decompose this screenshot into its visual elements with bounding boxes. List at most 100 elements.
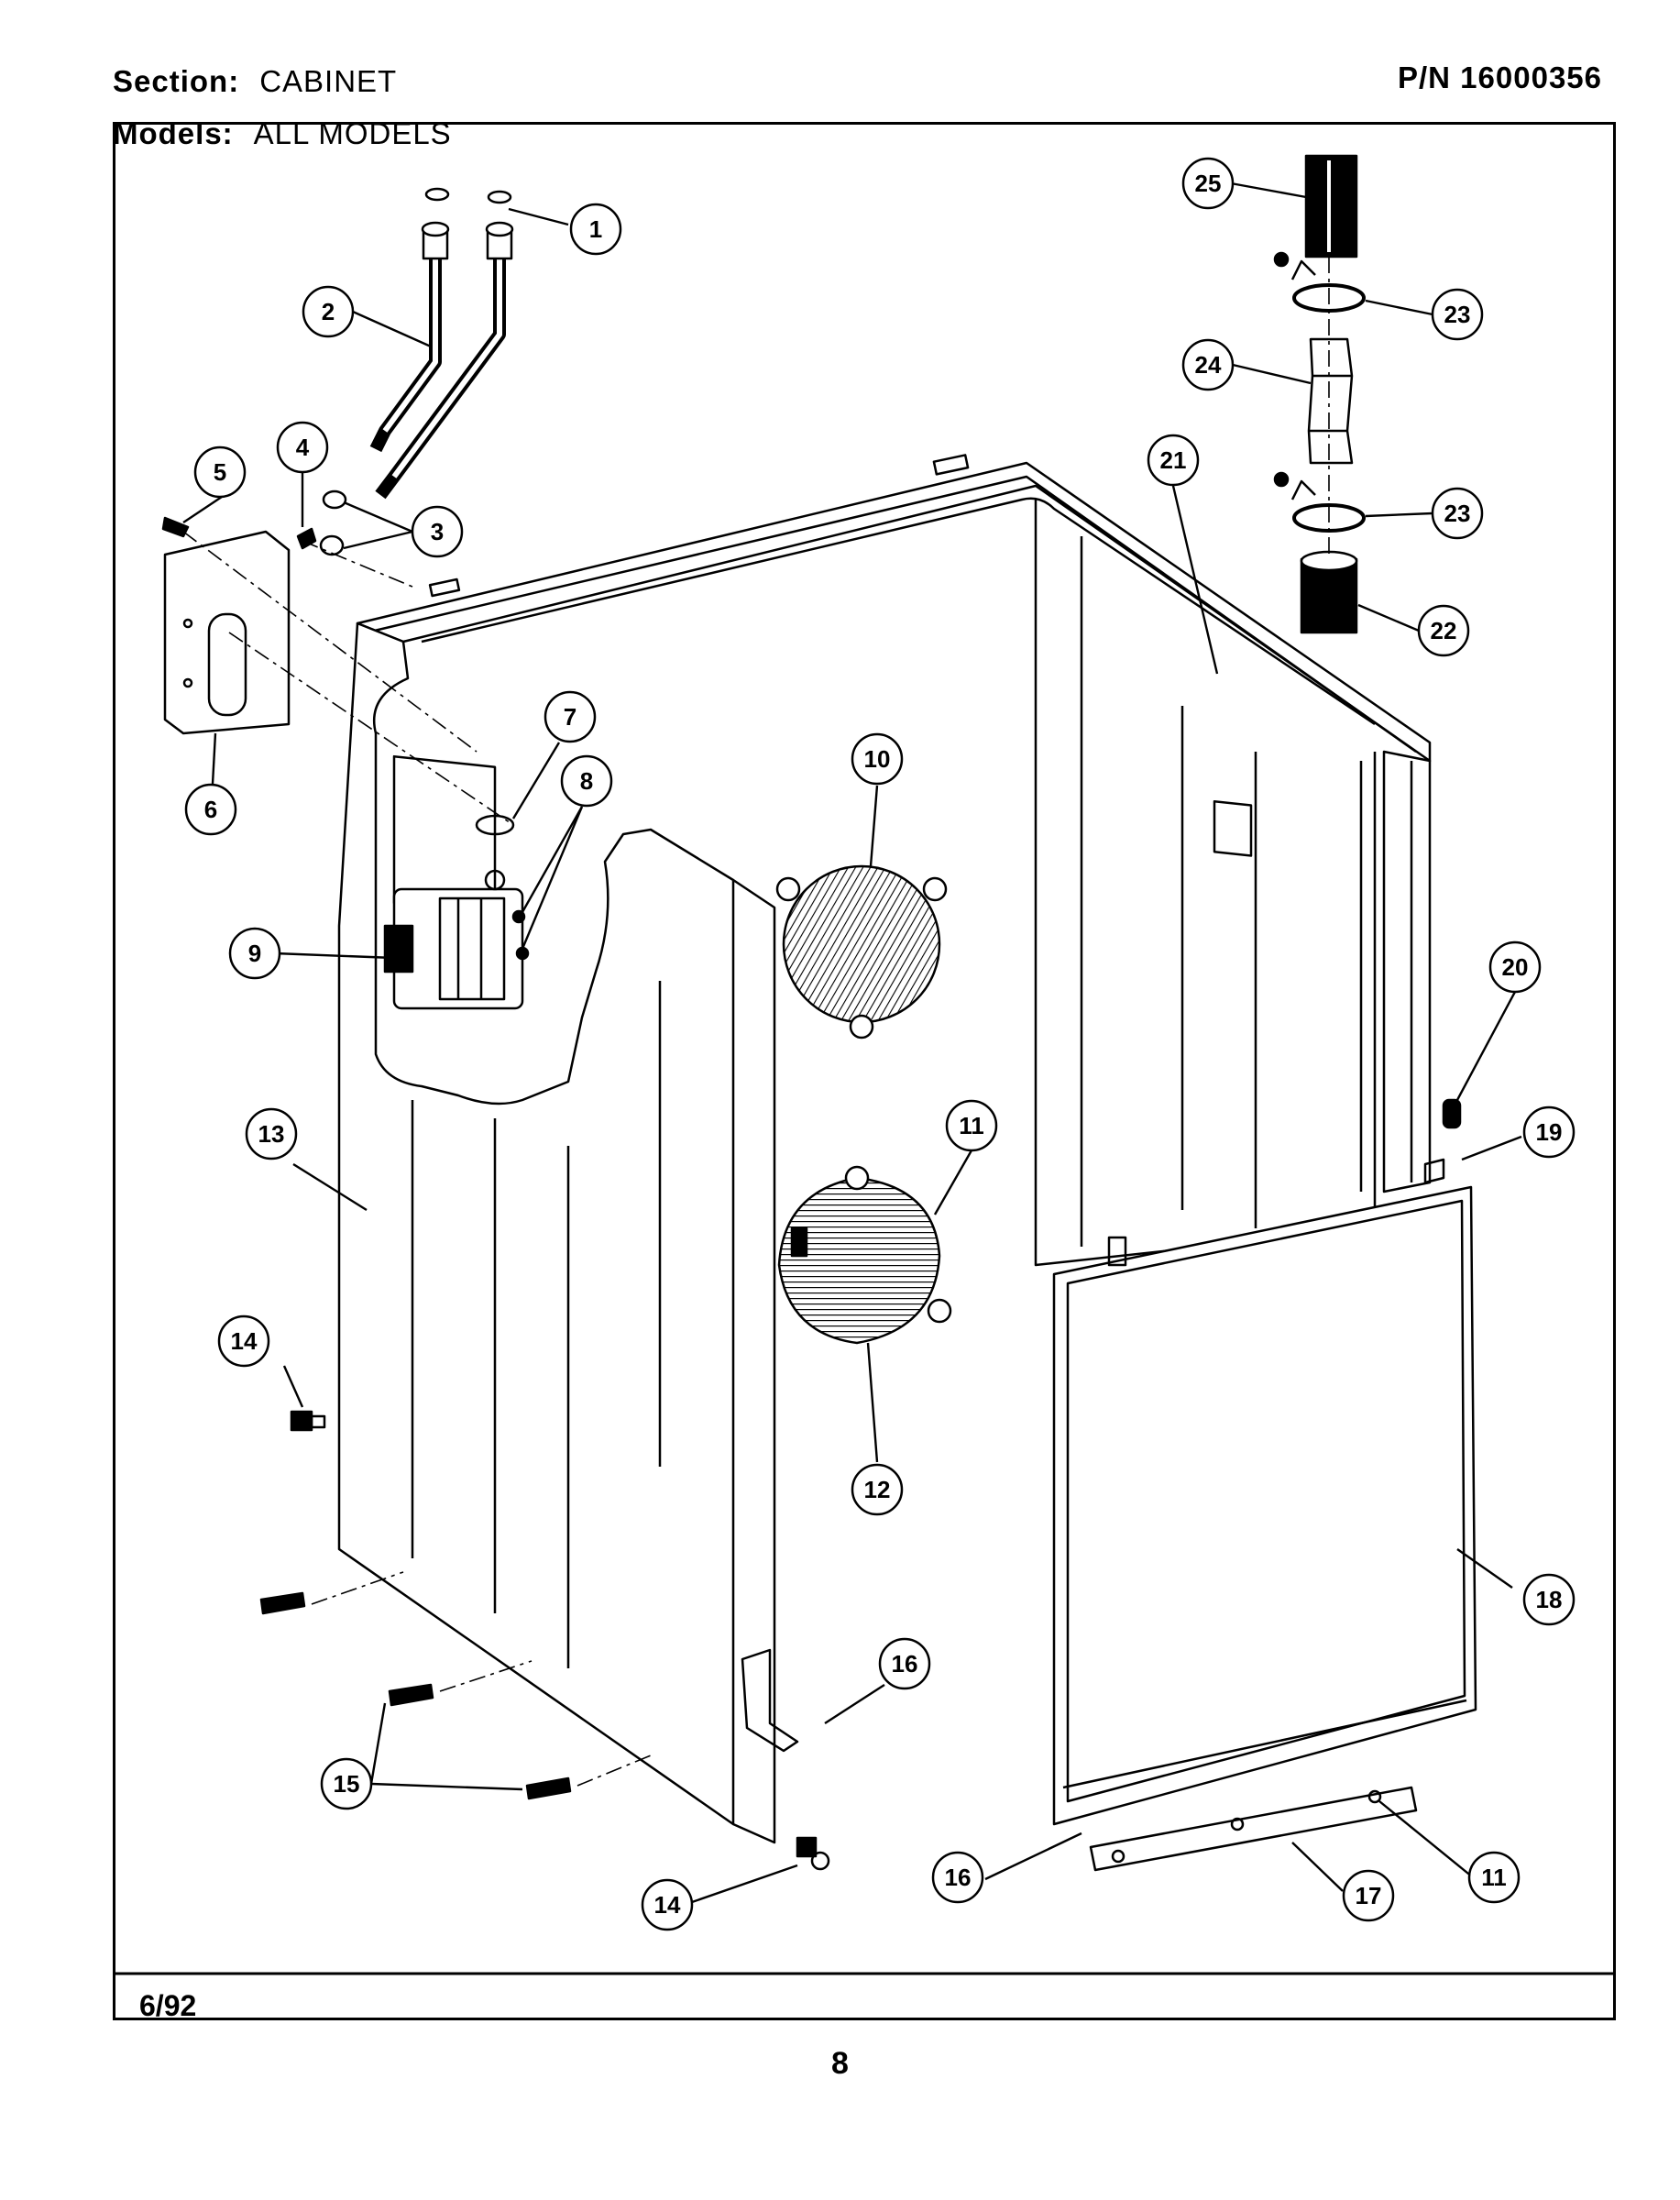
svg-text:10: 10	[864, 745, 891, 773]
svg-text:8: 8	[580, 767, 593, 795]
svg-text:14: 14	[654, 1891, 681, 1919]
side-screw	[290, 1410, 326, 1432]
callout-12: 12	[851, 1463, 904, 1516]
svg-text:23: 23	[1444, 500, 1471, 527]
valve-mounting-bracket	[163, 530, 291, 735]
page-number: 8	[831, 2046, 849, 2081]
svg-text:3: 3	[431, 518, 444, 545]
models-value: ALL MODELS	[253, 116, 452, 150]
side-screw	[796, 1836, 830, 1871]
svg-text:16: 16	[945, 1864, 972, 1891]
models-label: Models:	[113, 116, 234, 150]
drain-hose	[1300, 550, 1358, 634]
callout-24: 24	[1181, 338, 1235, 391]
screw	[525, 1776, 572, 1800]
callout-19: 19	[1522, 1106, 1576, 1159]
svg-text:9: 9	[248, 940, 261, 967]
callout-4: 4	[276, 421, 329, 474]
callout-15: 15	[320, 1757, 373, 1810]
svg-text:24: 24	[1195, 351, 1222, 379]
models-header: Models: ALL MODELS	[113, 116, 452, 151]
callout-8: 8	[560, 754, 613, 808]
callout-22: 22	[1417, 604, 1470, 657]
callout-leaders	[182, 182, 1522, 1904]
svg-text:4: 4	[296, 434, 310, 461]
callout-13: 13	[245, 1107, 298, 1160]
svg-text:16: 16	[892, 1650, 918, 1678]
callout-16-lower: 16	[931, 1851, 984, 1904]
svg-text:25: 25	[1195, 170, 1222, 197]
callout-6: 6	[184, 783, 237, 836]
svg-text:14: 14	[231, 1327, 258, 1355]
callout-21: 21	[1147, 434, 1200, 487]
svg-text:19: 19	[1536, 1118, 1563, 1146]
callout-10: 10	[851, 732, 904, 786]
callout-23-lower: 23	[1431, 487, 1484, 540]
svg-text:21: 21	[1160, 446, 1187, 474]
callout-14-upper: 14	[217, 1314, 270, 1368]
svg-text:5: 5	[214, 458, 226, 486]
panel-clip	[1423, 1158, 1445, 1184]
cabinet-right-side	[1382, 750, 1432, 1194]
valve-screw	[511, 909, 526, 924]
section-value: CABINET	[259, 64, 398, 98]
callout-group: 1 2 3 4 5 6 7 8 9 10 11 11 12 13 14 14 1…	[184, 157, 1576, 1931]
part-number: P/N 16000356	[1398, 60, 1603, 94]
svg-text:18: 18	[1536, 1586, 1563, 1613]
section-header: Section: CABINET	[113, 64, 397, 99]
svg-text:23: 23	[1444, 301, 1471, 328]
svg-text:2: 2	[322, 298, 335, 325]
svg-text:22: 22	[1431, 617, 1457, 644]
svg-text:7: 7	[564, 703, 576, 731]
filter-washer-left	[424, 187, 450, 202]
svg-text:15: 15	[334, 1770, 360, 1798]
screw	[161, 516, 190, 538]
hose-clamp-lower	[1273, 471, 1366, 533]
callout-1: 1	[569, 203, 622, 256]
callout-11-upper: 11	[945, 1099, 998, 1152]
screw	[388, 1683, 434, 1707]
svg-text:17: 17	[1356, 1882, 1382, 1909]
washer	[319, 534, 345, 556]
callout-16-upper: 16	[878, 1637, 931, 1690]
diagram-frame	[113, 122, 1616, 2020]
callout-9: 9	[228, 927, 281, 980]
callout-23-upper: 23	[1431, 288, 1484, 341]
water-inlet-valve	[383, 869, 524, 1010]
svg-text:12: 12	[864, 1476, 891, 1503]
svg-text:13: 13	[258, 1120, 285, 1148]
callout-11-lower: 11	[1467, 1851, 1521, 1904]
svg-text:1: 1	[589, 215, 602, 243]
callout-2: 2	[302, 285, 355, 338]
svg-text:11: 11	[959, 1112, 984, 1139]
callout-14-lower: 14	[641, 1878, 694, 1931]
label-patch	[1213, 800, 1253, 857]
cabinet-top-rim	[356, 454, 1432, 763]
filter-washer-right	[487, 190, 512, 204]
callout-20: 20	[1488, 940, 1542, 994]
screw	[296, 527, 317, 550]
screw	[259, 1591, 306, 1615]
section-label: Section:	[113, 64, 240, 98]
bumper-clip	[1442, 1098, 1462, 1129]
svg-text:6: 6	[204, 796, 217, 823]
callout-3: 3	[411, 505, 464, 558]
svg-text:11: 11	[1481, 1864, 1507, 1891]
drain-standpipe	[1304, 154, 1358, 258]
washer	[322, 490, 347, 510]
hole-cover-upper	[775, 864, 948, 1040]
callout-18: 18	[1522, 1573, 1576, 1626]
drain-coupling	[1307, 337, 1354, 465]
hose-clamp-upper	[1273, 251, 1366, 313]
inlet-hoses	[369, 221, 514, 500]
callout-25: 25	[1181, 157, 1235, 210]
callout-5: 5	[193, 446, 247, 499]
cabinet-front-panel	[337, 622, 776, 1844]
revision-date: 6/92	[139, 1989, 197, 2022]
hole-cover-lower	[777, 1165, 952, 1345]
svg-text:20: 20	[1502, 953, 1529, 981]
alignment-lines	[182, 257, 1330, 1787]
valve-screw	[515, 946, 530, 961]
hinge-bracket	[741, 1648, 799, 1753]
